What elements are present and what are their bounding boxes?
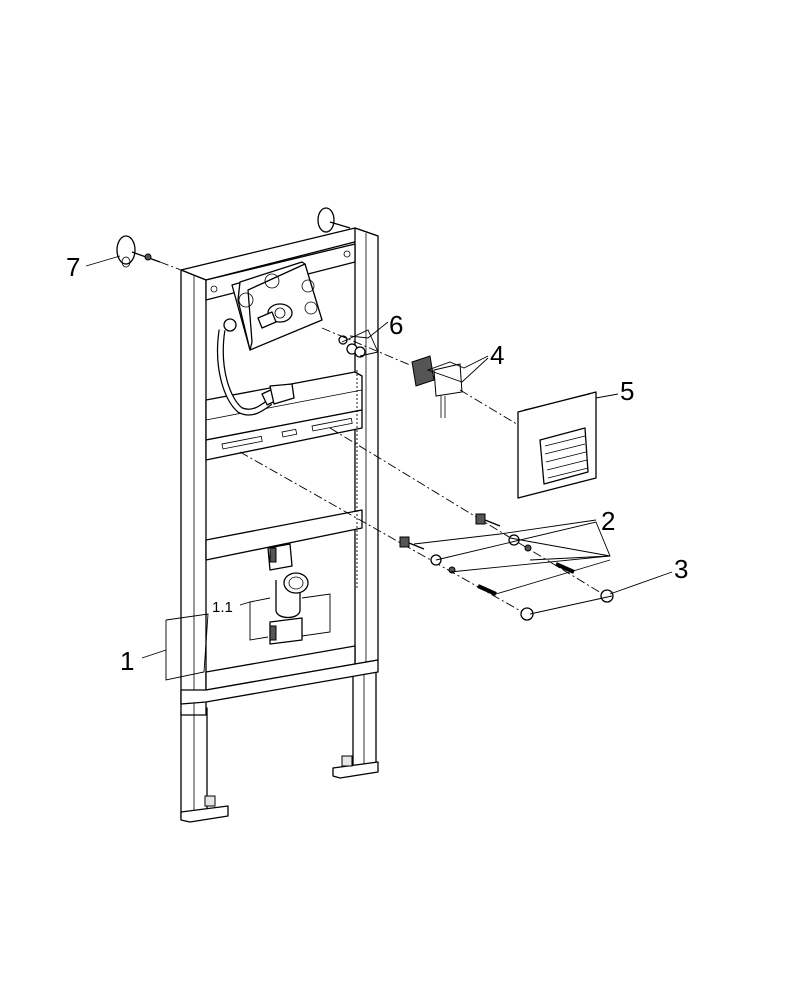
part-6-fittings	[338, 335, 366, 358]
wall-anchor-left	[116, 235, 161, 268]
callout-7: 7	[66, 252, 80, 282]
left-leg	[180, 707, 229, 823]
anchor-axis	[159, 261, 182, 271]
valve-box	[231, 261, 323, 351]
callout-5: 5	[620, 376, 634, 406]
axis-6	[321, 327, 411, 366]
right-leg	[332, 655, 379, 779]
part-4-module	[411, 355, 463, 418]
wall-anchor-right	[317, 207, 351, 233]
drain-elbow	[267, 543, 309, 645]
callout-6: 6	[389, 310, 403, 340]
callout-4: 4	[490, 340, 504, 370]
leader-lines	[85, 255, 673, 681]
part-5-cover-plate	[517, 391, 597, 499]
callout-3: 3	[674, 554, 688, 584]
axis-4	[459, 389, 521, 427]
flex-hose	[216, 318, 295, 416]
callout-2: 2	[601, 506, 615, 536]
callout-1-1: 1.1	[212, 599, 233, 616]
callout-1: 1	[120, 646, 134, 676]
fixing-set	[239, 427, 614, 621]
